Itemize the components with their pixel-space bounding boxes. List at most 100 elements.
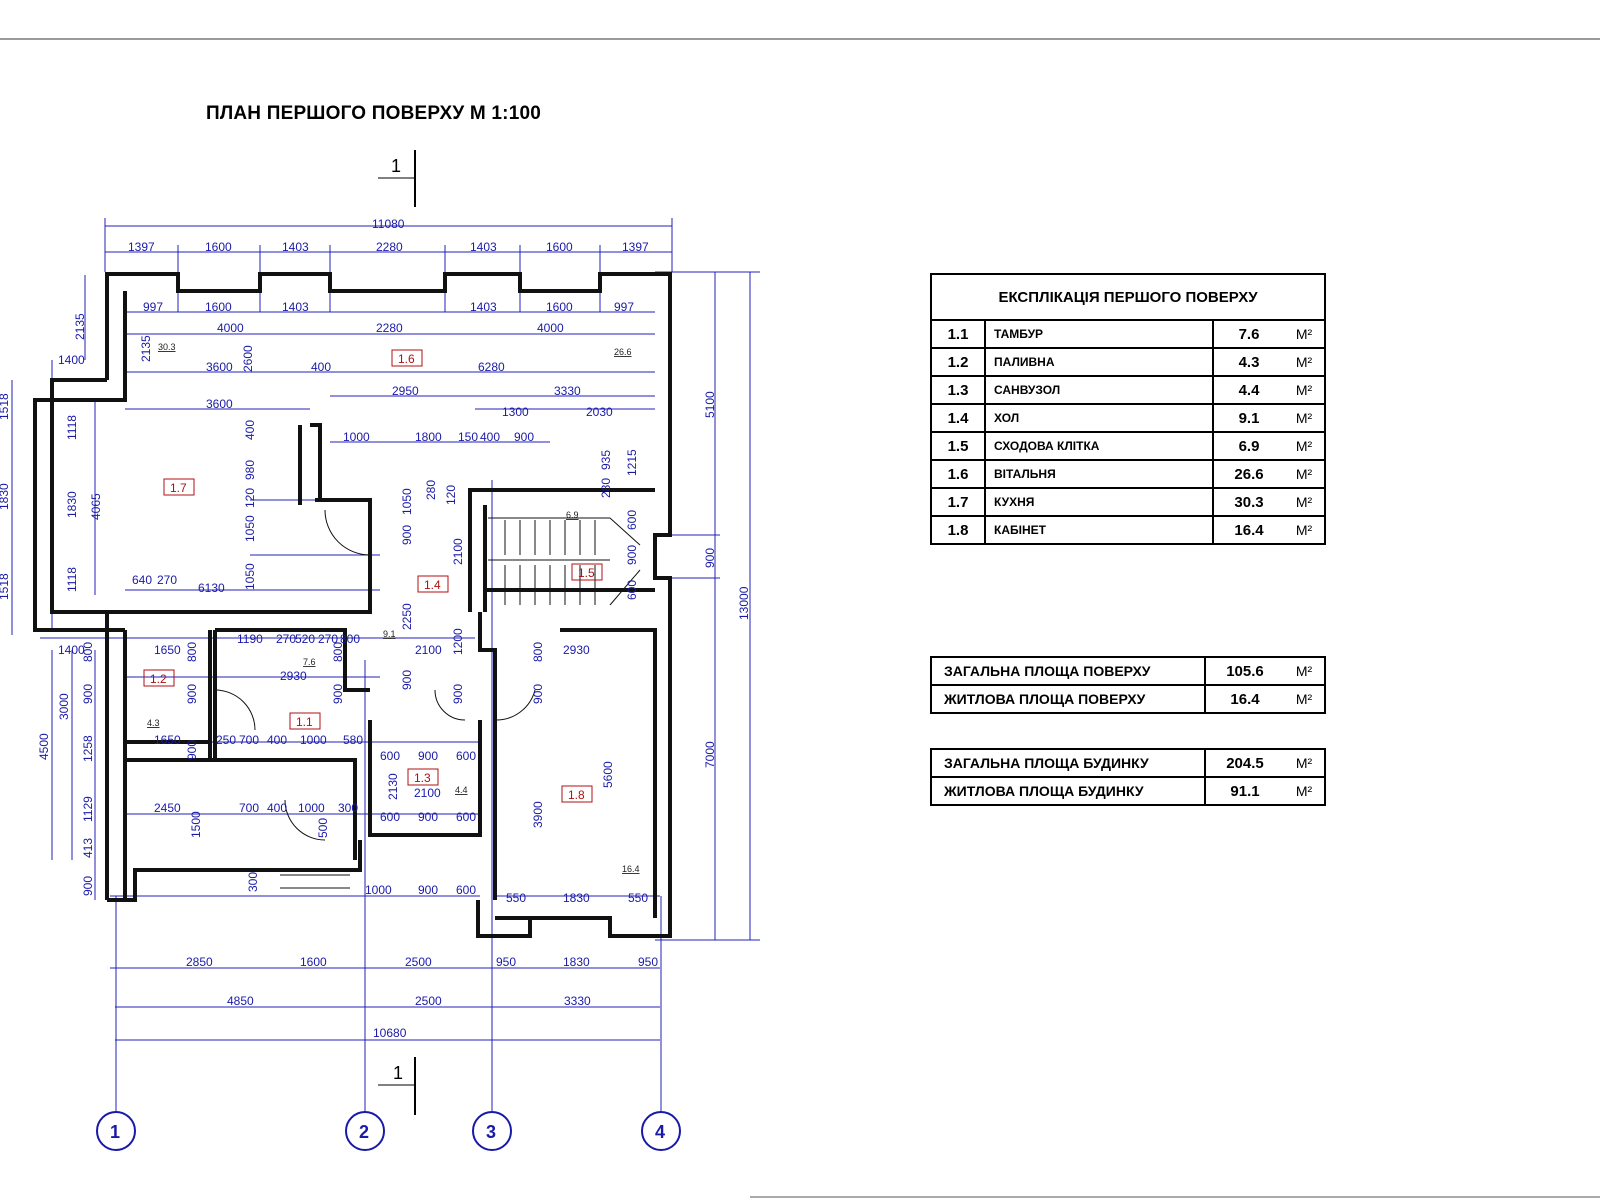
svg-text:1258: 1258	[81, 735, 95, 762]
svg-text:1830: 1830	[563, 891, 590, 905]
svg-text:3330: 3330	[564, 994, 591, 1008]
svg-text:2135: 2135	[73, 313, 87, 340]
svg-text:520: 520	[295, 632, 315, 646]
svg-text:4500: 4500	[37, 733, 51, 760]
svg-text:900: 900	[185, 684, 199, 704]
room-tag-1.8: 1.8	[568, 788, 585, 802]
svg-text:900: 900	[625, 545, 639, 565]
svg-text:2600: 2600	[241, 345, 255, 372]
axis-4: 4	[655, 1122, 665, 1142]
svg-text:4.4: 4.4	[455, 785, 468, 795]
svg-text:1400: 1400	[58, 353, 85, 367]
svg-text:1118: 1118	[65, 415, 79, 440]
table-row: 1.2 ПАЛИВНА 4.3 М²	[930, 347, 1326, 377]
table-row: ЖИТЛОВА ПЛОЩА БУДИНКУ 91.1 М²	[930, 776, 1326, 806]
svg-text:3600: 3600	[206, 397, 233, 411]
svg-text:935: 935	[599, 450, 613, 470]
room-areas: 30.3 26.6 6.9 9.1 7.6 4.3 4.4 16.4	[147, 342, 640, 874]
svg-text:2930: 2930	[563, 643, 590, 657]
svg-text:900: 900	[418, 883, 438, 897]
svg-text:1600: 1600	[546, 240, 573, 254]
room-tag-1.4: 1.4	[424, 578, 441, 592]
svg-text:1403: 1403	[282, 300, 309, 314]
table-row: 1.4 ХОЛ 9.1 М²	[930, 403, 1326, 433]
svg-text:7000: 7000	[703, 741, 717, 768]
svg-text:150: 150	[458, 430, 478, 444]
svg-text:1500: 1500	[189, 811, 203, 838]
svg-text:4000: 4000	[537, 321, 564, 335]
svg-text:2850: 2850	[186, 955, 213, 969]
explication-header: ЕКСПЛІКАЦІЯ ПЕРШОГО ПОВЕРХУ	[930, 273, 1326, 321]
svg-text:1600: 1600	[205, 300, 232, 314]
room-tag-1.5: 1.5	[578, 566, 595, 580]
svg-text:1650: 1650	[154, 643, 181, 657]
svg-text:900: 900	[451, 684, 465, 704]
svg-text:400: 400	[480, 430, 500, 444]
svg-text:640: 640	[132, 573, 152, 587]
svg-text:2100: 2100	[415, 643, 442, 657]
svg-text:1518: 1518	[0, 573, 11, 600]
bottom-rule	[750, 1196, 1600, 1198]
room-tag-1.2: 1.2	[150, 672, 167, 686]
svg-text:270: 270	[157, 573, 177, 587]
table-row: 1.8 КАБІНЕТ 16.4 М²	[930, 515, 1326, 545]
svg-text:30.3: 30.3	[158, 342, 176, 352]
room-tag-1.3: 1.3	[414, 771, 431, 785]
svg-text:2100: 2100	[414, 786, 441, 800]
svg-text:1403: 1403	[282, 240, 309, 254]
svg-text:2280: 2280	[376, 321, 403, 335]
svg-text:270: 270	[318, 632, 338, 646]
table-row: 1.6 ВІТАЛЬНЯ 26.6 М²	[930, 459, 1326, 489]
svg-text:2450: 2450	[154, 801, 181, 815]
svg-text:6280: 6280	[478, 360, 505, 374]
svg-text:900: 900	[531, 684, 545, 704]
svg-text:1600: 1600	[300, 955, 327, 969]
svg-text:300: 300	[338, 801, 358, 815]
svg-text:1000: 1000	[298, 801, 325, 815]
svg-text:900: 900	[331, 684, 345, 704]
svg-text:2250: 2250	[400, 603, 414, 630]
svg-text:1300: 1300	[502, 405, 529, 419]
svg-text:11080: 11080	[372, 217, 405, 231]
svg-text:800: 800	[81, 642, 95, 662]
svg-text:900: 900	[400, 525, 414, 545]
section-mark-bottom: 1	[393, 1063, 403, 1083]
svg-text:900: 900	[185, 740, 199, 760]
svg-text:550: 550	[506, 891, 526, 905]
svg-text:2030: 2030	[586, 405, 613, 419]
svg-text:1000: 1000	[365, 883, 392, 897]
svg-text:3330: 3330	[554, 384, 581, 398]
svg-text:1129: 1129	[81, 796, 95, 822]
svg-text:980: 980	[243, 460, 257, 480]
svg-text:1403: 1403	[470, 300, 497, 314]
svg-text:600: 600	[380, 810, 400, 824]
svg-text:1190: 1190	[237, 632, 263, 646]
svg-text:1118: 1118	[65, 567, 79, 592]
table-row: ЖИТЛОВА ПЛОЩА ПОВЕРХУ 16.4 М²	[930, 684, 1326, 714]
svg-text:950: 950	[496, 955, 516, 969]
svg-text:413: 413	[81, 838, 95, 858]
svg-text:1000: 1000	[343, 430, 370, 444]
svg-text:5600: 5600	[601, 761, 615, 788]
svg-text:6.9: 6.9	[566, 510, 579, 520]
dimension-texts: 11080 1397 1600 1403 2280 1403 1600 1397…	[0, 217, 751, 1040]
table-row: 1.1 ТАМБУР 7.6 М²	[930, 319, 1326, 349]
svg-text:1518: 1518	[0, 393, 11, 420]
svg-text:6130: 6130	[198, 581, 225, 595]
table-row: ЗАГАЛЬНА ПЛОЩА БУДИНКУ 204.5 М²	[930, 748, 1326, 778]
svg-text:4850: 4850	[227, 994, 254, 1008]
svg-text:1215: 1215	[625, 449, 639, 476]
svg-text:2950: 2950	[392, 384, 419, 398]
table-row: 1.3 САНВУЗОЛ 4.4 М²	[930, 375, 1326, 405]
svg-text:700: 700	[239, 801, 259, 815]
axis-2: 2	[359, 1122, 369, 1142]
floor-plan: 1.7 1.6 1.4 1.5 1.2 1.1 1.3 1.8 30.3 26.…	[0, 150, 760, 1151]
svg-text:280: 280	[424, 480, 438, 500]
svg-text:997: 997	[143, 300, 163, 314]
table-row: 1.7 КУХНЯ 30.3 М²	[930, 487, 1326, 517]
section-mark-top: 1	[391, 156, 401, 176]
svg-text:1830: 1830	[0, 483, 11, 510]
svg-text:600: 600	[625, 580, 639, 600]
svg-text:1650: 1650	[154, 733, 181, 747]
svg-text:600: 600	[625, 510, 639, 530]
